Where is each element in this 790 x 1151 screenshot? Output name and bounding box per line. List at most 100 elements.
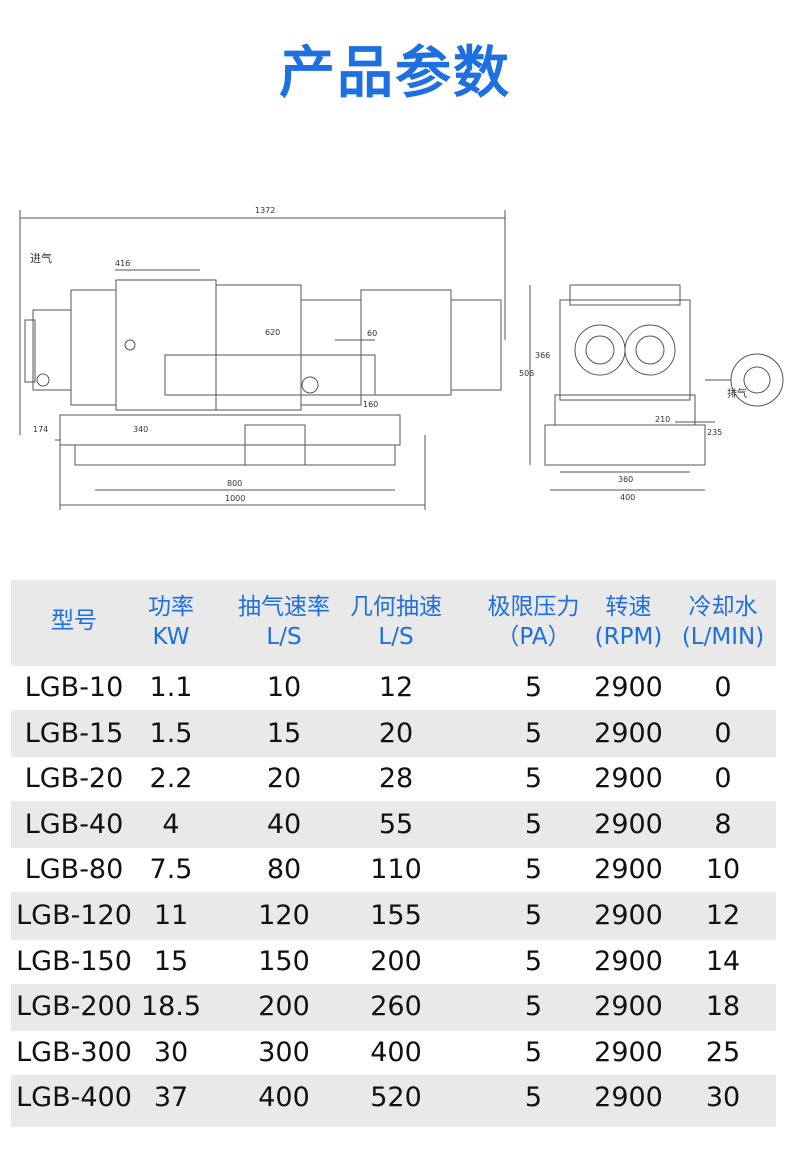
table-cell: LGB-400	[16, 1082, 132, 1114]
table-cell: 2900	[594, 672, 663, 703]
table-cell: 5	[524, 672, 543, 703]
table-cell: 18	[705, 991, 741, 1023]
table-cell: 30	[705, 1082, 741, 1114]
table-cell: LGB-20	[24, 763, 124, 795]
table-cell: 2900	[594, 1036, 663, 1068]
table-cell: LGB-10	[24, 672, 124, 703]
table-cell: LGB-80	[24, 854, 124, 886]
table-cell: 28	[378, 763, 414, 795]
table-cell: 12	[378, 672, 414, 703]
table-cell: 37	[153, 1082, 189, 1114]
table-cell: 2900	[594, 808, 663, 840]
table-cell: 400	[258, 1082, 310, 1114]
table-cell: 30	[153, 1036, 189, 1068]
table-cell: 15	[153, 945, 189, 977]
table-cell: 0	[714, 672, 732, 703]
table-cell: 12	[705, 900, 741, 931]
dim-506: 506	[519, 369, 534, 378]
table-cell: 200	[258, 991, 310, 1023]
table-cell: 5	[524, 991, 543, 1023]
table-cell: LGB-120	[16, 900, 132, 931]
header-rotation-speed: 转速(RPM)	[594, 594, 663, 650]
header-ultimate-pressure: 极限压力（PA）	[487, 594, 580, 650]
table-cell: 260	[370, 991, 422, 1023]
table-cell: 300	[258, 1036, 310, 1068]
table-row: LGB-80 7.5 80 110 5 2900 10	[11, 848, 776, 893]
table-cell: 10	[705, 854, 741, 886]
table-cell: 5	[524, 1036, 543, 1068]
table-cell: 80	[266, 854, 302, 886]
table-cell: 2900	[594, 854, 663, 886]
table-cell: 5	[524, 808, 543, 840]
table-cell: 5	[524, 763, 543, 795]
header-cooling-water: 冷却水(L/MIN)	[681, 594, 765, 650]
table-row: LGB-300 30 300 400 5 2900 25	[11, 1030, 776, 1075]
table-cell: 120	[258, 900, 310, 931]
table-cell: 55	[378, 808, 414, 840]
dim-60: 60	[367, 329, 377, 338]
table-cell: LGB-150	[16, 945, 132, 977]
exhaust-label: 排气	[727, 387, 747, 400]
table-cell: 11	[153, 900, 189, 931]
table-cell: LGB-15	[24, 717, 124, 749]
table-cell: 4	[162, 808, 180, 840]
table-cell: 2900	[594, 900, 663, 931]
table-cell: 20	[266, 763, 302, 795]
table-cell: 18.5	[140, 991, 202, 1023]
table-cell: 520	[370, 1082, 422, 1114]
table-cell: 20	[378, 717, 414, 749]
inlet-label: 进气	[30, 251, 52, 265]
header-model: 型号	[51, 608, 97, 634]
table-cell: 10	[266, 672, 302, 703]
table-cell: 5	[524, 717, 543, 749]
table-cell: 14	[705, 945, 741, 977]
table-cell: LGB-200	[16, 991, 132, 1023]
dim-total-length: 1372	[255, 206, 275, 215]
dim-160: 160	[363, 400, 378, 409]
table-cell: 2900	[594, 991, 663, 1023]
dim-360: 360	[618, 475, 633, 484]
dim-340: 340	[133, 425, 148, 434]
table-cell: LGB-300	[16, 1036, 132, 1068]
dim-1000: 1000	[225, 494, 245, 503]
table-cell: 2.2	[149, 763, 193, 795]
dim-174: 174	[33, 425, 48, 434]
table-row: LGB-150 15 150 200 5 2900 14	[11, 939, 776, 984]
table-cell: 2900	[594, 1082, 663, 1114]
table-cell: 150	[258, 945, 310, 977]
table-cell: 2900	[594, 945, 663, 977]
table-cell: 15	[266, 717, 302, 749]
table-cell: 400	[370, 1036, 422, 1068]
table-cell: 25	[705, 1036, 741, 1068]
table-cell: 5	[524, 945, 543, 977]
table-cell: 155	[370, 900, 422, 931]
dim-800: 800	[227, 479, 242, 488]
table-cell: 2900	[594, 717, 663, 749]
table-cell: 5	[524, 854, 543, 886]
table-cell: LGB-40	[24, 808, 124, 840]
dim-620: 620	[265, 328, 280, 337]
table-row: LGB-20 2.2 20 28 5 2900 0	[11, 757, 776, 802]
dim-366: 366	[535, 351, 550, 360]
table-cell: 200	[370, 945, 422, 977]
table-row: LGB-400 37 400 520 5 2900 30	[11, 1076, 776, 1121]
table-cell: 0	[714, 717, 732, 749]
dim-416: 416	[115, 259, 130, 268]
table-cell: 0	[714, 763, 732, 795]
table-cell: 110	[370, 854, 422, 886]
table-cell: 5	[524, 1082, 543, 1114]
table-cell: 2900	[594, 763, 663, 795]
pump-technical-drawing: 1372 进气 416 620 60 160 174 340 800 1000 …	[19, 206, 784, 510]
table-cell: 1.5	[149, 717, 193, 749]
page-title: 产品参数	[279, 41, 511, 106]
dim-400: 400	[620, 493, 635, 502]
table-cell: 7.5	[149, 854, 193, 886]
